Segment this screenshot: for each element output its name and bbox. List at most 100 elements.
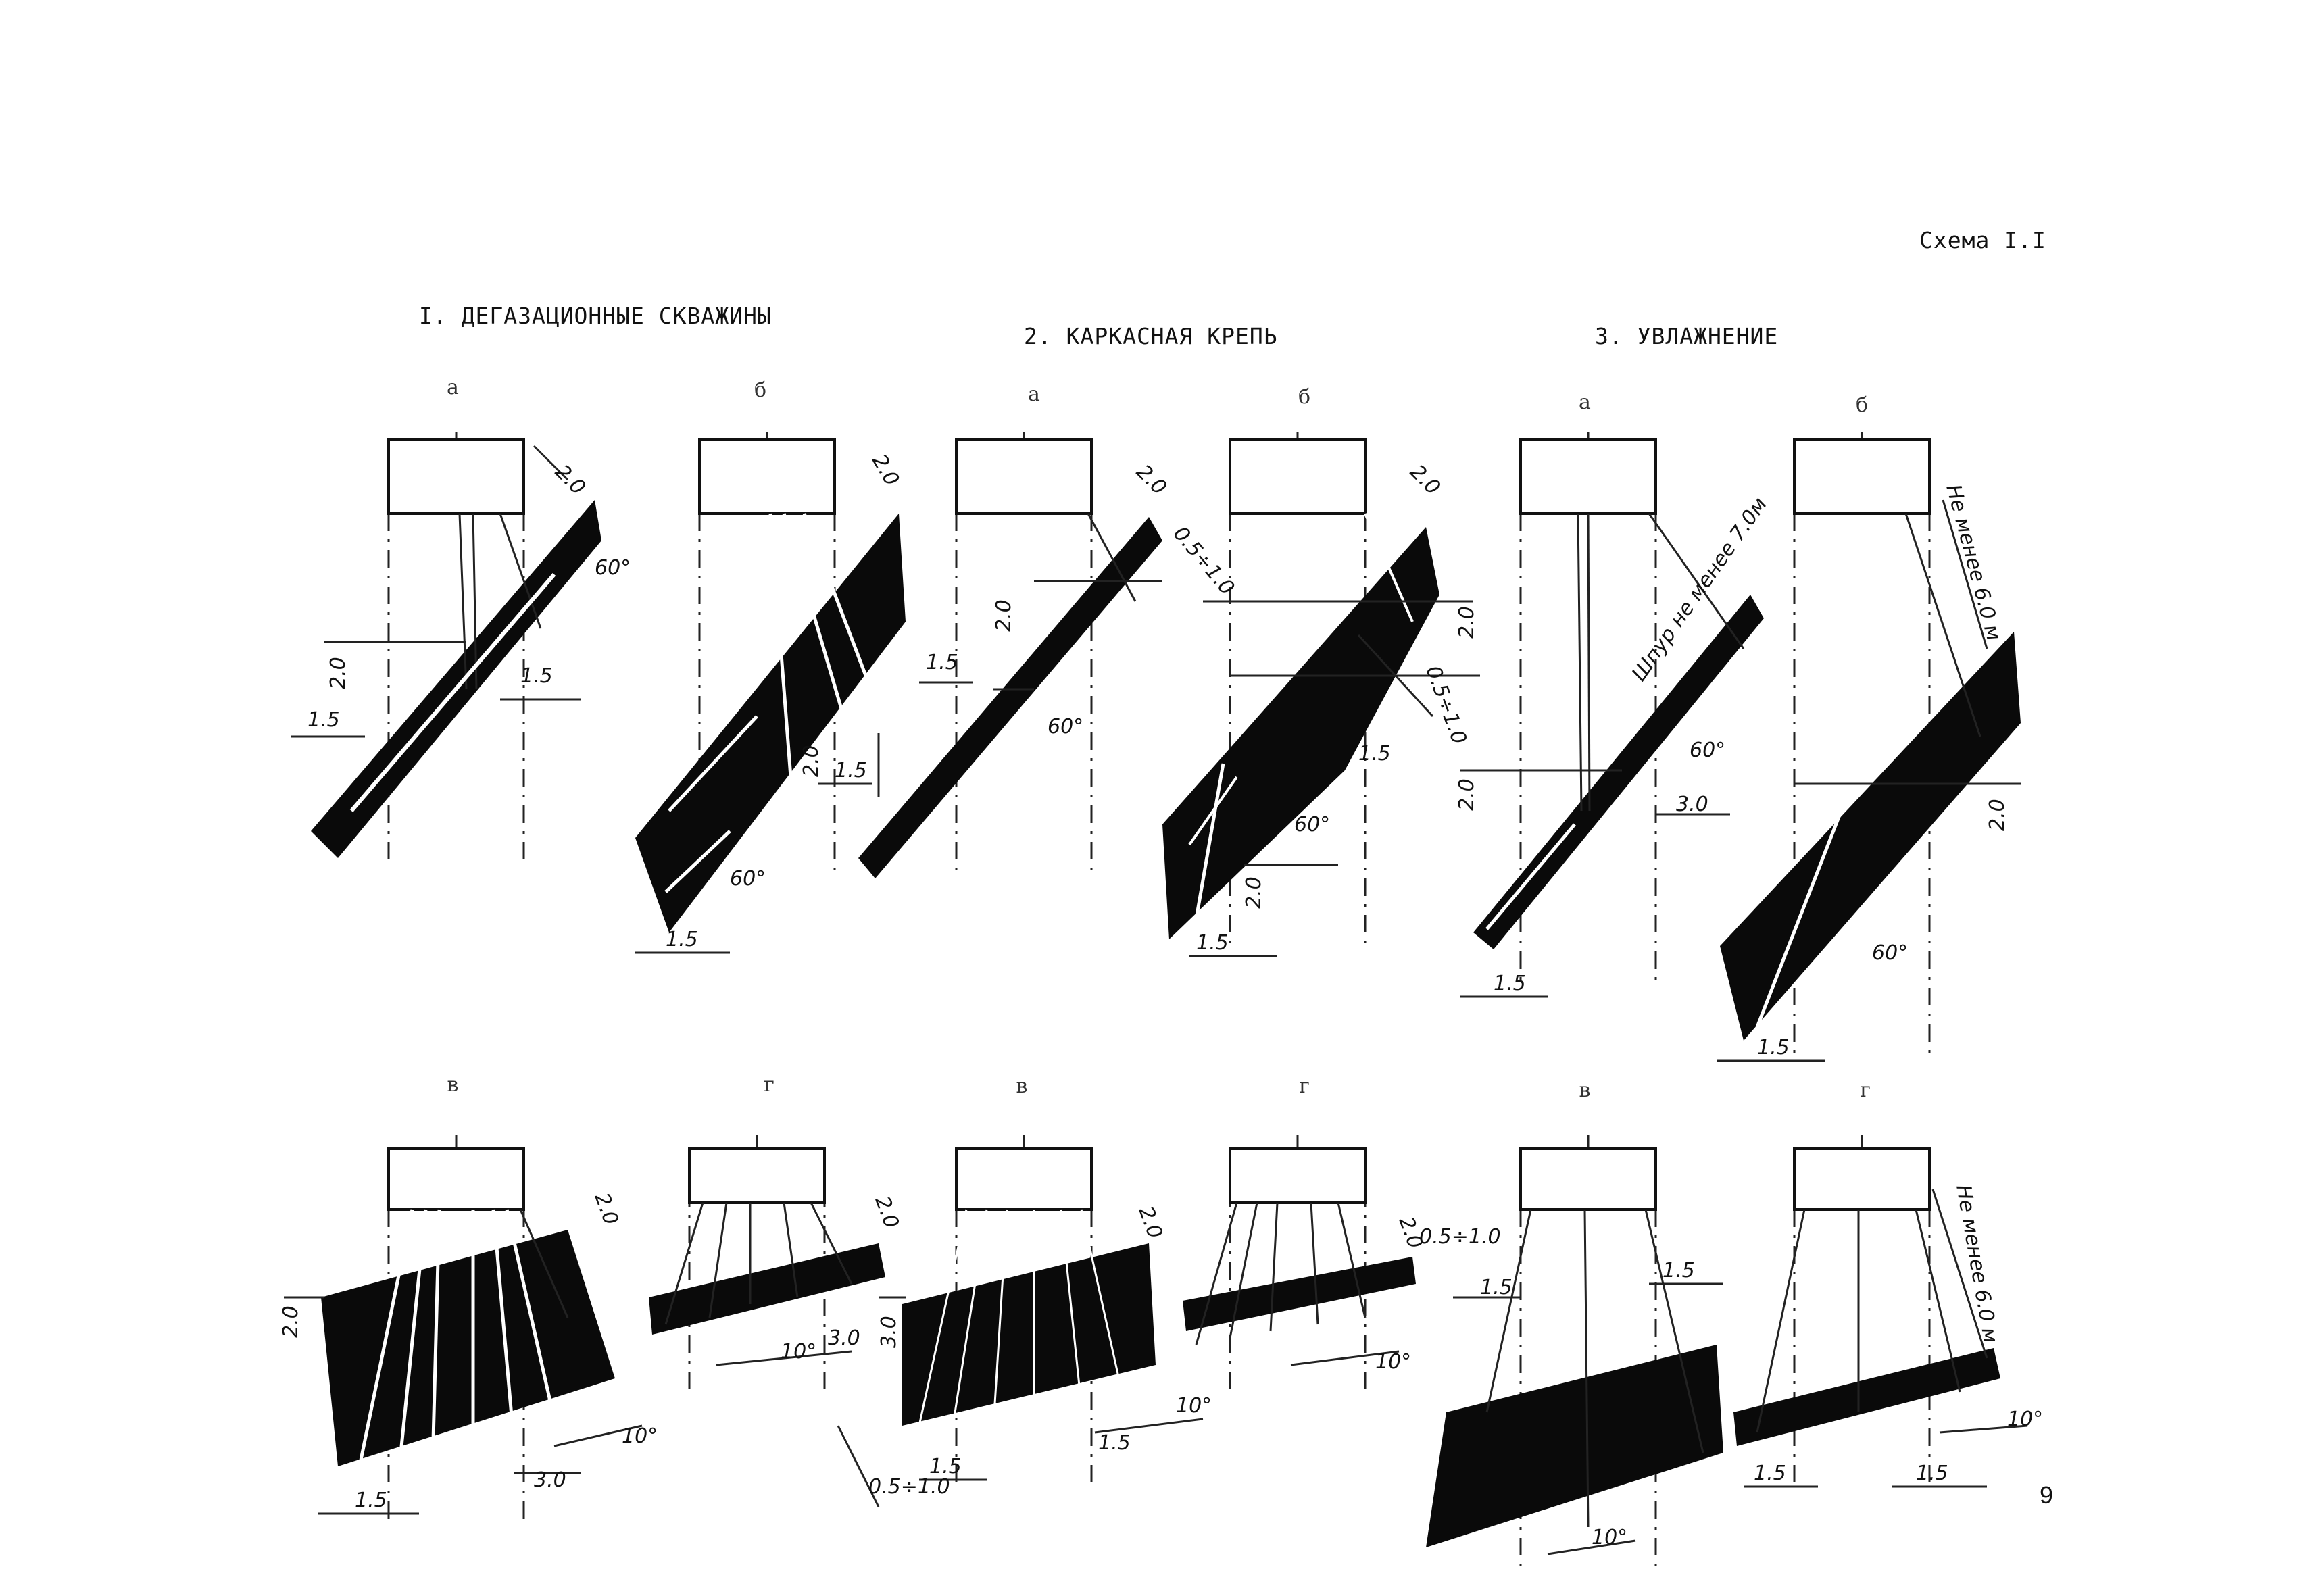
dim-label: 1.5 — [307, 708, 340, 732]
dim-label: 10° — [1592, 1526, 1627, 1549]
dim-label: 2.0 — [550, 460, 589, 499]
dim-label: 0.5÷1.0 — [1419, 1225, 1501, 1249]
mine-opening — [1519, 438, 1657, 515]
coal-seam — [1183, 1257, 1416, 1331]
coal-seam — [321, 1230, 615, 1466]
dim-label: 2.0 — [1242, 876, 1266, 909]
dim-label: 1.5 — [835, 759, 867, 782]
coal-seam — [635, 514, 906, 932]
sublabel-top: б — [1298, 385, 1311, 409]
dim-label: 1.5 — [1754, 1462, 1786, 1485]
dim-label: 2.0 — [1133, 1203, 1166, 1242]
dim-label: 1.5 — [1757, 1036, 1790, 1059]
dim-label: 2.0 — [870, 1193, 903, 1232]
scheme-label: Схема I.I — [1919, 227, 2046, 253]
panel-3v — [1426, 1135, 1723, 1568]
mine-opening — [1229, 438, 1367, 515]
dim-label: 1.5 — [1916, 1462, 1948, 1485]
dim-label: 2.0 — [1986, 799, 2009, 831]
sublabel-bottom: в — [1579, 1078, 1591, 1102]
dim-label: 1.5 — [1098, 1431, 1131, 1455]
dim-label: Не менее 6.0 м — [1951, 1182, 2002, 1345]
panel-2g — [1183, 1135, 1416, 1392]
dim-label: 3.0 — [1676, 793, 1708, 816]
section-title-1: I. ДЕГАЗАЦИОННЫЕ СКВАЖИНЫ — [419, 303, 772, 329]
dim-label: 60° — [730, 867, 766, 891]
mine-opening — [387, 1147, 525, 1211]
dim-label: 2.0 — [1455, 606, 1479, 639]
panel-1b — [635, 432, 906, 954]
sublabel-bottom: в — [1016, 1074, 1028, 1098]
dim-label: 1.5 — [1480, 1276, 1512, 1299]
dim-label: 60° — [595, 556, 631, 580]
coal-seam — [902, 1243, 1156, 1426]
dim-label: 2.0 — [799, 745, 823, 777]
mine-opening — [1793, 438, 1931, 515]
sublabel-bottom: в — [447, 1073, 459, 1097]
dim-label: 10° — [622, 1424, 658, 1448]
dim-label: 60° — [1294, 813, 1330, 837]
dim-label: 3.0 — [534, 1468, 566, 1492]
dim-label: 2.0 — [992, 599, 1016, 632]
coal-seam — [311, 500, 601, 858]
mine-opening — [1793, 1147, 1931, 1211]
dim-label: 0.5÷1.0 — [868, 1475, 950, 1499]
sublabel-bottom: г — [1860, 1078, 1871, 1102]
sublabel-bottom: г — [1299, 1074, 1310, 1098]
sublabel-top: б — [1855, 393, 1869, 417]
coal-seam — [1426, 1345, 1723, 1547]
dim-label: Не менее 6.0 м — [1941, 482, 2005, 643]
mine-opening — [1519, 1147, 1657, 1211]
dim-label: 10° — [1176, 1394, 1212, 1418]
coal-seam — [1720, 632, 2021, 1041]
sublabel-top: а — [1028, 382, 1040, 406]
dim-label: 60° — [1690, 739, 1725, 762]
dim-label: 1.5 — [926, 651, 958, 674]
dim-label: 2.0 — [1405, 460, 1444, 499]
dim-label: 1.5 — [1196, 931, 1229, 955]
panel-3b — [1717, 432, 2021, 1062]
sublabel-bottom: г — [764, 1073, 774, 1097]
panel-3a — [1460, 432, 1764, 998]
dim-label: 3.0 — [828, 1326, 860, 1350]
panel-2b — [1162, 432, 1480, 957]
panel-1v — [284, 1135, 643, 1527]
coal-seam — [649, 1243, 885, 1335]
panel-2v — [837, 1135, 1204, 1507]
dim-label: 0.5÷1.0 — [1168, 522, 1239, 600]
section-title-3: 3. УВЛАЖНЕНИЕ — [1595, 323, 1779, 349]
dim-label: 10° — [781, 1340, 816, 1364]
panel-1g — [649, 1135, 885, 1392]
panel-3g — [1733, 1135, 2028, 1488]
dim-label: 1.5 — [355, 1489, 387, 1512]
coal-seam — [1733, 1348, 2000, 1446]
mine-opening — [955, 1147, 1093, 1211]
panel-1a — [291, 432, 601, 865]
dim-label: 1.5 — [1358, 742, 1391, 766]
dim-label: 60° — [1872, 941, 1908, 965]
coal-seam — [1162, 527, 1439, 939]
mine-opening — [1229, 1147, 1367, 1204]
dim-label: 1.5 — [666, 928, 698, 951]
dim-label: 1.5 — [1663, 1259, 1695, 1282]
dim-label: 1.5 — [520, 664, 553, 688]
dim-label: 1.5 — [1494, 972, 1526, 995]
dim-label: 60° — [1048, 715, 1083, 739]
coal-seam — [1473, 595, 1764, 949]
sublabel-top: б — [754, 378, 767, 402]
dim-label: 10° — [2007, 1407, 2043, 1431]
dim-label: 1.5 — [929, 1455, 962, 1478]
section-title-2: 2. КАРКАСНАЯ КРЕПЬ — [1024, 323, 1278, 349]
dim-label: 2.0 — [589, 1190, 622, 1228]
dim-label: 2.0 — [1455, 778, 1479, 811]
dim-label: 3.0 — [877, 1316, 901, 1348]
page-number: 9 — [2040, 1481, 2054, 1509]
dim-label: 2.0 — [867, 451, 904, 491]
mine-opening — [698, 438, 836, 515]
dim-label: 10° — [1375, 1350, 1411, 1374]
dim-label: 2.0 — [279, 1305, 303, 1338]
mine-opening — [955, 438, 1093, 515]
mine-opening — [387, 438, 525, 515]
sublabel-top: а — [447, 376, 459, 399]
